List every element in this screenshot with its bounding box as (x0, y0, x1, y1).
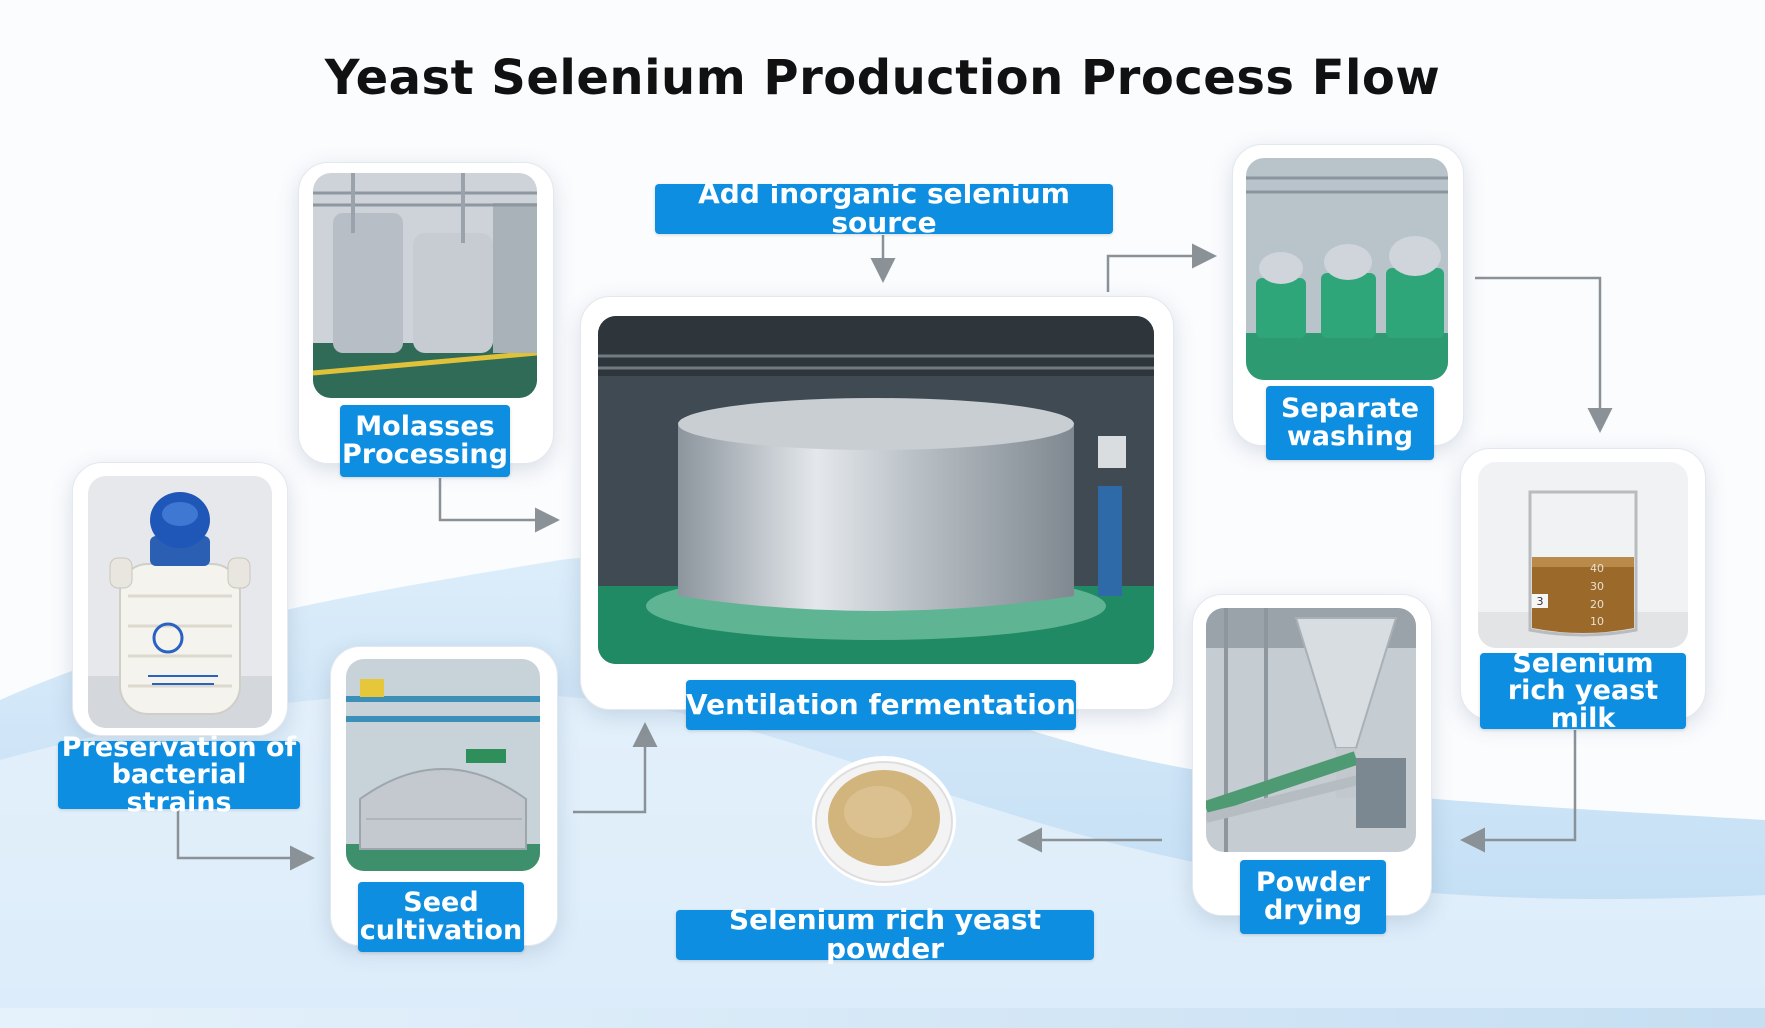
logo-seal-icon (152, 622, 184, 654)
label-fermentation: Ventilation fermentation (686, 680, 1076, 730)
fermentation-tank-image (598, 316, 1154, 664)
label-washing: Separate washing (1266, 386, 1434, 460)
beaker-mark-40: 40 (1590, 562, 1604, 575)
seed-tank-image (346, 659, 540, 871)
label-seed: Seed cultivation (358, 882, 524, 952)
bottom-bar (0, 1008, 1765, 1028)
molasses-tanks-image (313, 173, 537, 398)
spray-dryer-image (1206, 608, 1416, 852)
label-molasses: Molasses Processing (340, 405, 510, 477)
svg-text:3: 3 (1537, 595, 1544, 608)
arrow-molasses-to-fermentation (438, 478, 560, 533)
separator-machines-image (1246, 158, 1448, 380)
arrow-preservation-to-seed (176, 810, 315, 871)
strain-tank-image (88, 476, 272, 728)
label-drying: Powder drying (1240, 860, 1386, 934)
beaker-mark-20: 20 (1590, 598, 1604, 611)
beaker-yeast-milk-image: 3 40 30 20 10 (1478, 462, 1688, 648)
label-milk: Selenium rich yeast milk (1480, 649, 1686, 732)
arrow-washing-to-milk (1475, 276, 1613, 433)
arrow-seed-to-fermentation (573, 722, 658, 814)
beaker-mark-10: 10 (1590, 615, 1604, 628)
arrow-fermentation-to-washing (1106, 243, 1217, 292)
label-selenium-source: Add inorganic selenium source (655, 180, 1113, 237)
arrow-milk-to-drying (1460, 730, 1577, 853)
beaker-mark-30: 30 (1590, 580, 1604, 593)
label-powder: Selenium rich yeast powder (676, 906, 1094, 963)
page-title: Yeast Selenium Production Process Flow (324, 50, 1441, 106)
yeast-powder-image (812, 756, 956, 886)
label-preservation: Preservation of bacterial strains (58, 733, 300, 816)
